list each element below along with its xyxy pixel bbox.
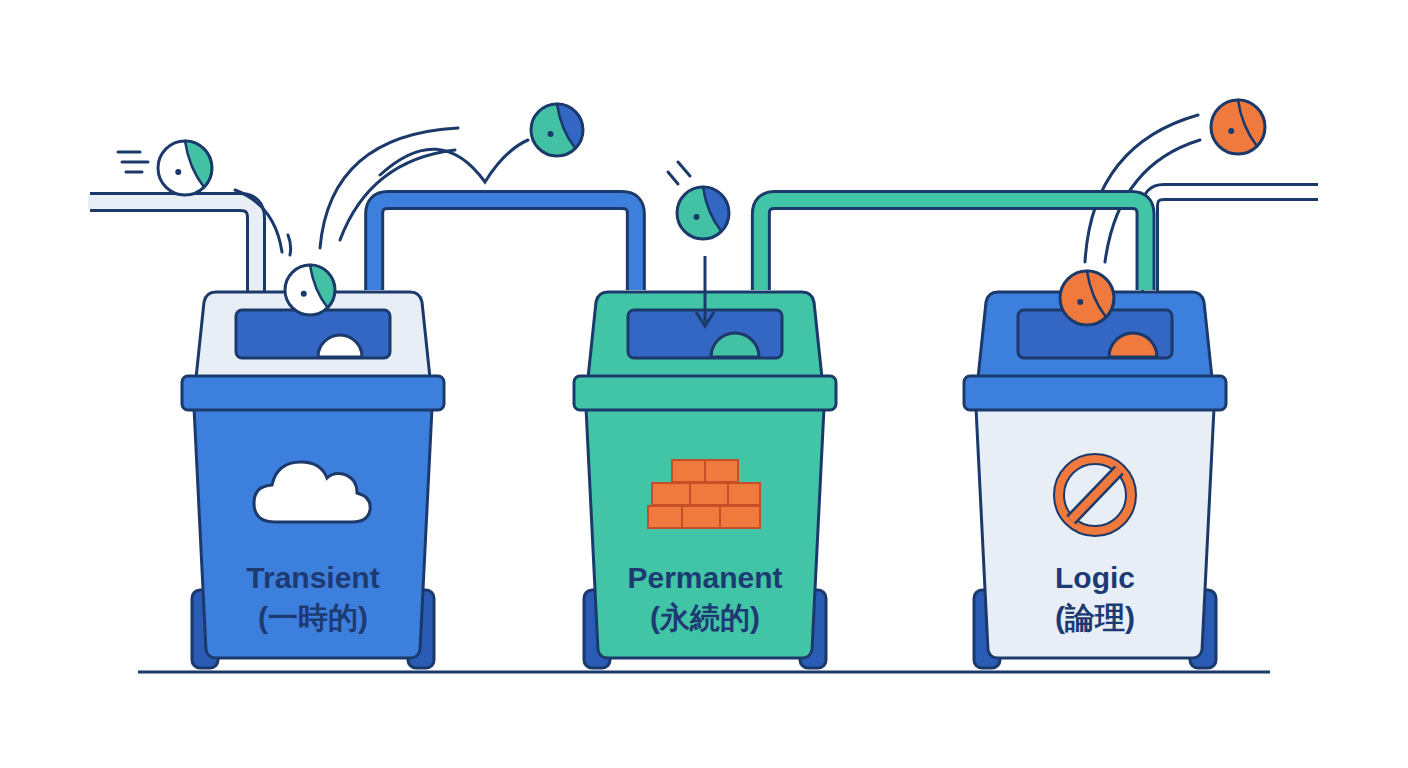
pipe-outline xyxy=(374,200,636,290)
pipe-fill xyxy=(374,200,636,290)
right-pipe xyxy=(1150,192,1320,294)
bin-node: Transient (一時的) xyxy=(180,290,446,670)
bin-node: Logic (論理) xyxy=(962,290,1228,670)
ball xyxy=(677,187,729,239)
bin-opening xyxy=(628,310,782,358)
bin-rim xyxy=(574,376,836,410)
bin-body xyxy=(976,408,1214,658)
pipe-connector xyxy=(374,200,636,290)
bin-rim xyxy=(182,376,444,410)
bin-label: Permanent (永続的) xyxy=(627,558,782,638)
ground-line xyxy=(138,671,1270,674)
bin-opening xyxy=(236,310,390,358)
bin-opening xyxy=(1018,310,1172,358)
pipe-connector xyxy=(761,200,1146,290)
prohibition-icon xyxy=(1059,459,1131,531)
pipe-outline xyxy=(761,200,1146,290)
chute xyxy=(88,202,256,294)
ball xyxy=(1211,100,1265,154)
ball xyxy=(531,104,583,156)
bin-label: Logic (論理) xyxy=(1055,558,1135,638)
label-wrap: Transient (一時的) xyxy=(180,558,446,638)
cloud-icon xyxy=(254,462,370,522)
bin-body xyxy=(586,408,824,658)
bin-body xyxy=(194,408,432,658)
brick-icon xyxy=(648,460,760,528)
bin-lid xyxy=(588,292,822,378)
bin-lid xyxy=(978,292,1212,378)
label-wrap: Permanent (永続的) xyxy=(572,558,838,638)
bin-node: Permanent (永続的) xyxy=(572,290,838,670)
bin-label: Transient (一時的) xyxy=(246,558,379,638)
motion-lines xyxy=(118,115,1200,262)
ball xyxy=(158,141,212,195)
chute-outline xyxy=(90,202,256,292)
label-wrap: Logic (論理) xyxy=(962,558,1228,638)
bin-rim xyxy=(964,376,1226,410)
right-pipe-outline xyxy=(1150,192,1318,292)
bin-lid xyxy=(196,292,430,378)
pipe-fill xyxy=(761,200,1146,290)
